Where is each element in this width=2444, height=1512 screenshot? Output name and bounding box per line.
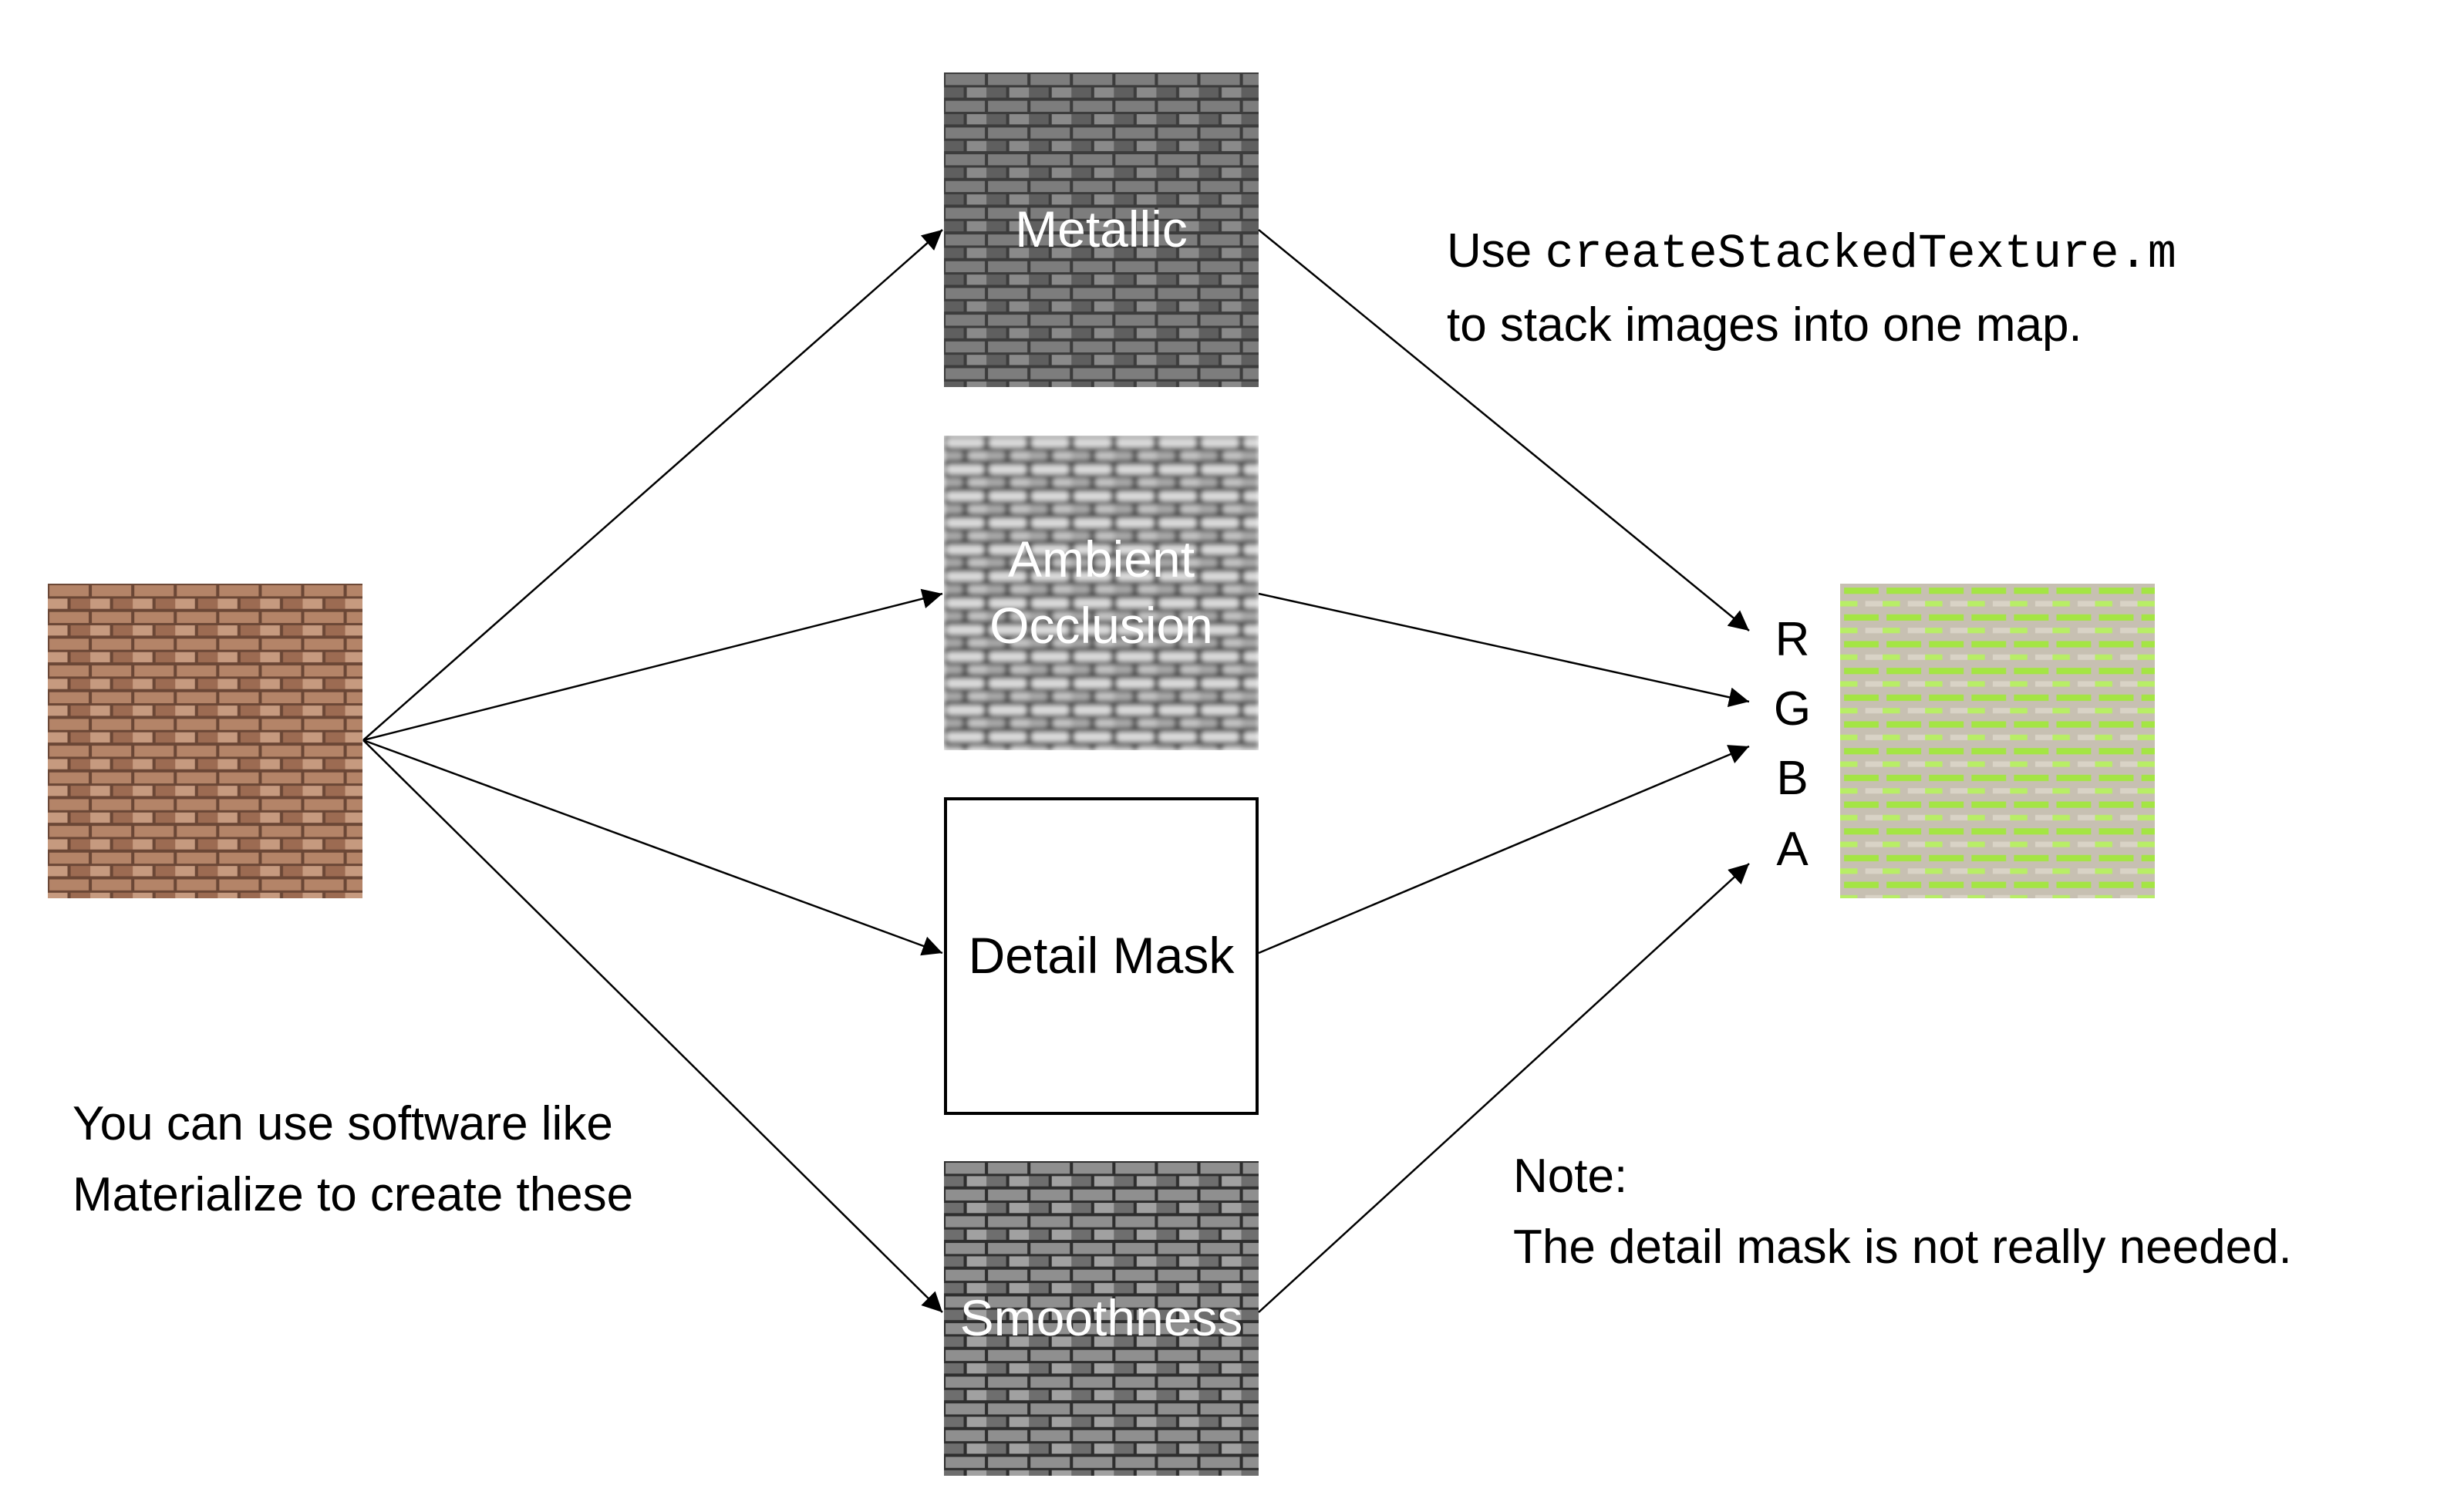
stack-instruction-line: to stack images into one map. [1447,298,2082,352]
arrow-ao-to-g [1258,592,1750,708]
channel-g-label: G [1773,682,1812,736]
detail-mask-note: Note: The detail mask is not really need… [1513,1141,2292,1283]
stacked-texture-image [1840,584,2155,898]
ambient-occlusion-label-line2: Occlusion [989,597,1213,654]
brick-texture-blurred-gray-icon [944,436,1259,750]
arrow-detail-to-b [1258,745,1750,955]
source-texture-image [48,584,362,898]
detail-mask-label: Detail Mask [968,927,1235,985]
brick-texture-green-icon [1840,584,2155,898]
ambient-occlusion-label-line1: Ambient [1007,530,1195,588]
software-note-line1: You can use software like [72,1097,613,1150]
use-prefix: Use [1447,224,1546,278]
script-name: createStackedTexture.m [1545,227,2177,281]
software-note: You can use software like Materialize to… [72,1089,633,1231]
metallic-map: Metallic [944,72,1259,387]
brick-texture-dark-gray-icon [944,72,1259,387]
script-instruction: Use createStackedTexture.m to stack imag… [1447,216,2176,361]
channel-r-label: R [1775,613,1810,666]
channel-a-label: A [1776,823,1809,876]
arrow-source-to-metallic [362,229,943,741]
smoothness-map: Smoothness [944,1161,1259,1476]
ambient-occlusion-map: Ambient Occlusion [944,436,1259,750]
metallic-label: Metallic [1015,200,1188,258]
channel-b-label: B [1776,752,1809,805]
arrow-source-to-ao [362,588,943,742]
ambient-occlusion-label: Ambient Occlusion [944,436,1259,750]
brick-texture-gray-icon [944,1161,1259,1476]
note-body: The detail mask is not really needed. [1513,1221,2292,1274]
smoothness-label: Smoothness [959,1289,1243,1347]
detail-mask-map: Detail Mask [944,797,1259,1115]
software-note-line2: Materialize to create these [72,1168,634,1221]
note-heading: Note: [1513,1150,1628,1203]
arrow-source-to-detail [362,739,943,956]
brick-texture-color-icon [48,584,362,898]
